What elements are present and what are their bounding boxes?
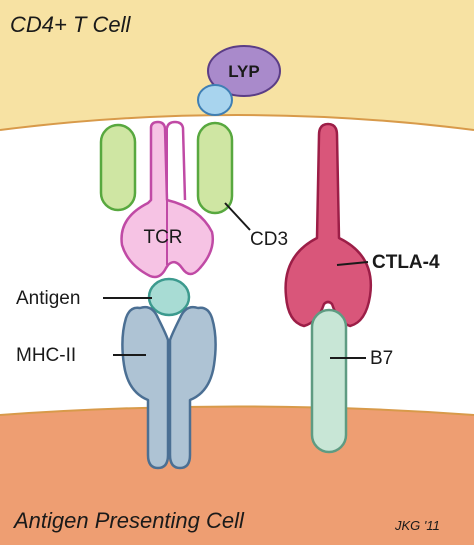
apc-region (0, 406, 474, 545)
cd3-label: CD3 (250, 229, 288, 250)
tcr-molecule: TCR (120, 120, 214, 279)
cd3-right-subunit (196, 121, 234, 215)
cd3-left-subunit (99, 123, 137, 212)
blue-linker (197, 84, 233, 116)
mhc-ii-label: MHC-II (16, 345, 76, 366)
t-cell-membrane (0, 114, 474, 131)
b7-molecule (310, 308, 348, 454)
cd3-pointer (224, 202, 251, 231)
signature: JKG '11 (394, 518, 440, 533)
t-cell-label: CD4+ T Cell (10, 12, 132, 37)
apc-membrane (0, 405, 474, 416)
antigen-label: Antigen (16, 288, 80, 309)
lyp-label: LYP (228, 62, 260, 81)
ctla4-label: CTLA-4 (372, 252, 440, 273)
b7-label: B7 (370, 348, 393, 369)
tcr-label: TCR (143, 227, 182, 248)
mhc-ii-molecule (121, 305, 217, 470)
apc-label: Antigen Presenting Cell (12, 508, 245, 533)
ctla4-pointer (336, 261, 369, 266)
lyp-molecule: LYP (207, 45, 281, 97)
antigen-molecule (147, 277, 191, 317)
